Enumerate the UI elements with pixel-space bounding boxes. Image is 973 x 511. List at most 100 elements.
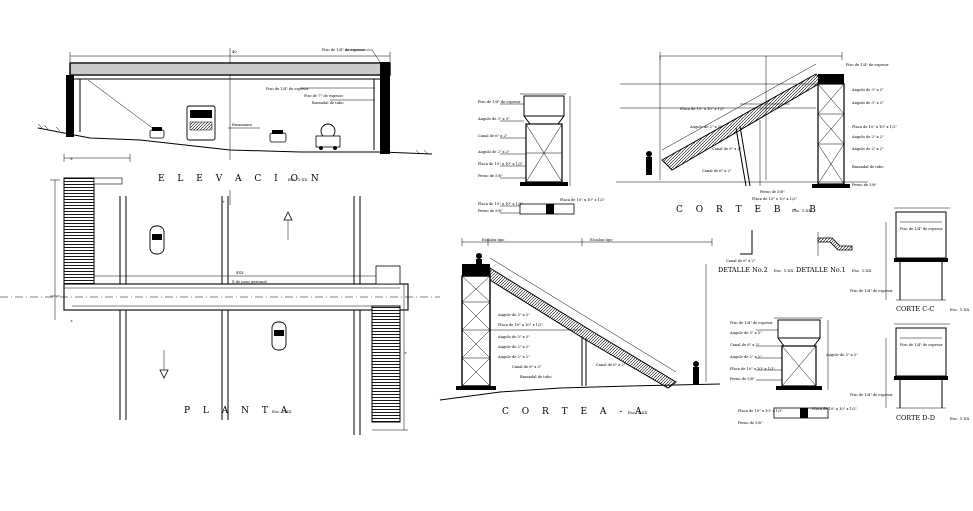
svg-text:Placa de 10" x 10" x 1/2": Placa de 10" x 10" x 1/2" bbox=[852, 125, 897, 129]
truck-icon bbox=[186, 105, 216, 141]
svg-text:Esc. 1:XX: Esc. 1:XX bbox=[950, 416, 969, 421]
svg-text:Esc. 1:XX: Esc. 1:XX bbox=[950, 307, 969, 312]
svg-text:Esc. 1:XX: Esc. 1:XX bbox=[774, 268, 793, 273]
bridge-deck bbox=[69, 62, 391, 76]
person-icon bbox=[476, 253, 482, 273]
car-icon bbox=[149, 127, 165, 139]
svg-text:Perno de 5/8": Perno de 5/8" bbox=[852, 183, 877, 187]
stair-left bbox=[63, 177, 95, 291]
svg-text:40: 40 bbox=[232, 50, 237, 54]
person-icon bbox=[646, 151, 652, 175]
detail-1-title: DETALLE No.1 bbox=[796, 266, 846, 274]
svg-text:Barandal de tubo: Barandal de tubo bbox=[852, 165, 884, 169]
svg-text:Canal de 6" x 2": Canal de 6" x 2" bbox=[730, 343, 760, 347]
svg-text:Angulo de 2" x 2": Angulo de 2" x 2" bbox=[729, 355, 762, 359]
svg-text:Placa de 10" x 10" x 1/2": Placa de 10" x 10" x 1/2" bbox=[478, 162, 523, 166]
svg-text:Esc. 1:XX: Esc. 1:XX bbox=[272, 409, 291, 414]
svg-text:Barandal de tubo: Barandal de tubo bbox=[520, 375, 552, 379]
section-bb: Placa de 10" x 10" x 1/2" Angulo de 2" x… bbox=[616, 52, 897, 215]
svg-text:Canal de 6" x 2": Canal de 6" x 2" bbox=[478, 134, 508, 138]
elevation-view: 40 Piso de 1/4" de espesor Piso de 1/4" … bbox=[37, 48, 433, 184]
section-aa: Angulo de 3" x 3" Placa de 10" x 10" x 1… bbox=[439, 238, 721, 417]
svg-text:Escalon tipo: Escalon tipo bbox=[590, 238, 612, 242]
svg-text:Angulo de 2" x 2": Angulo de 2" x 2" bbox=[851, 135, 884, 139]
svg-text:X de paso peatonal: X de paso peatonal bbox=[232, 280, 267, 284]
svg-text:Angulo de 2" x 2": Angulo de 2" x 2" bbox=[497, 345, 530, 349]
svg-text:Escalon tipo: Escalon tipo bbox=[482, 238, 504, 242]
car-top-icon bbox=[149, 225, 165, 255]
svg-text:Perno de 5/8": Perno de 5/8" bbox=[478, 209, 503, 213]
svg-text:Angulo de 3" x 3": Angulo de 3" x 3" bbox=[497, 335, 530, 339]
svg-text:Esc. 1:XX: Esc. 1:XX bbox=[628, 410, 647, 415]
stair-right bbox=[371, 305, 401, 423]
svg-text:Canal de 6" x 2": Canal de 6" x 2" bbox=[726, 259, 756, 263]
section-dd-title: CORTE D-D bbox=[896, 414, 935, 422]
svg-text:±: ± bbox=[70, 319, 73, 323]
svg-text:Placa de 10" x 10" x 1/2": Placa de 10" x 10" x 1/2" bbox=[680, 107, 725, 111]
svg-text:Placa de 10" x 10" x 1/2": Placa de 10" x 10" x 1/2" bbox=[738, 409, 783, 413]
svg-text:Angulo de 3" x 3": Angulo de 3" x 3" bbox=[851, 88, 884, 92]
svg-text:Placa de 10" x 10" x 1/2": Placa de 10" x 10" x 1/2" bbox=[498, 323, 543, 327]
svg-text:Piso de 7" de espesor: Piso de 7" de espesor bbox=[304, 94, 343, 98]
svg-text:Angulo de 3" x 3": Angulo de 3" x 3" bbox=[477, 117, 510, 121]
svg-text:Piso de 1/4" de espesor: Piso de 1/4" de espesor bbox=[478, 100, 521, 104]
car-icon bbox=[269, 130, 287, 143]
svg-text:Piso de 1/4" de espesor: Piso de 1/4" de espesor bbox=[900, 343, 943, 347]
section-aa-title: C O R T E A - A bbox=[502, 407, 647, 417]
svg-text:Perno de 5/8": Perno de 5/8" bbox=[478, 174, 503, 178]
plan-title: P L A N T A bbox=[184, 406, 292, 416]
detail-2: Canal de 6" x 2" DETALLE No.2 Esc. 1:XX bbox=[718, 230, 793, 274]
svg-text:XXX: XXX bbox=[236, 271, 244, 275]
elevation-title: E L E V A C I O N bbox=[158, 174, 324, 184]
svg-text:Canal de 6" x 2": Canal de 6" x 2" bbox=[512, 365, 542, 369]
svg-text:Perno de 5/8": Perno de 5/8" bbox=[730, 377, 755, 381]
svg-text:Esc. 1:XX: Esc. 1:XX bbox=[792, 208, 811, 213]
section-cc: Piso de 1/4" de espesor Piso de 1/4" de … bbox=[850, 207, 969, 313]
svg-text:Piso de 1/4" de espesor: Piso de 1/4" de espesor bbox=[900, 227, 943, 231]
plan-view: XXX X de paso peatonal + ± ± ± bbox=[0, 154, 440, 435]
svg-text:Piso de 1/4" de espesor: Piso de 1/4" de espesor bbox=[850, 393, 893, 397]
note-piso-elev: Piso de 1/4" de espesor bbox=[322, 48, 365, 52]
svg-text:Barandal de tubo: Barandal de tubo bbox=[312, 101, 344, 105]
svg-text:Angulo de 2" x 2": Angulo de 2" x 2" bbox=[477, 150, 510, 154]
svg-text:Angulo de 3" x 3": Angulo de 3" x 3" bbox=[825, 353, 858, 357]
svg-text:Angulo de 3" x 3": Angulo de 3" x 3" bbox=[851, 101, 884, 105]
mixer-truck-icon bbox=[315, 123, 341, 150]
svg-text:Placa de 10" x 10" x 1/2": Placa de 10" x 10" x 1/2" bbox=[730, 367, 775, 371]
car-top-icon bbox=[271, 321, 287, 351]
stair-flight-bb bbox=[661, 73, 823, 171]
direction-arrow-icon bbox=[159, 350, 169, 379]
svg-text:±: ± bbox=[70, 157, 73, 161]
svg-text:Angulo de 2" x 2": Angulo de 2" x 2" bbox=[851, 147, 884, 151]
svg-text:Esc. 1:XX: Esc. 1:XX bbox=[288, 177, 307, 182]
stair-flight-aa bbox=[489, 267, 677, 389]
svg-text:Piso de 1/4" de espesor: Piso de 1/4" de espesor bbox=[846, 63, 889, 67]
svg-text:±: ± bbox=[404, 351, 407, 355]
svg-text:Perno de 5/8": Perno de 5/8" bbox=[738, 421, 763, 425]
svg-text:Angulo de 3" x 3": Angulo de 3" x 3" bbox=[729, 331, 762, 335]
section-bb-title: C O R T E B - B bbox=[676, 205, 821, 215]
svg-text:Canal de 6" x 2": Canal de 6" x 2" bbox=[596, 363, 626, 367]
svg-text:Piso de 1/4" de espesor: Piso de 1/4" de espesor bbox=[850, 289, 893, 293]
svg-text:Placa de 10" x 10" x 1/2": Placa de 10" x 10" x 1/2" bbox=[752, 197, 797, 201]
section-dd: Piso de 1/4" de espesor Piso de 1/4" de … bbox=[850, 323, 969, 422]
svg-text:Esc. 1:XX: Esc. 1:XX bbox=[852, 268, 871, 273]
svg-text:+: + bbox=[222, 200, 225, 204]
person-icon bbox=[693, 361, 699, 384]
svg-text:Placa de 10" x 10" x 1/2": Placa de 10" x 10" x 1/2" bbox=[478, 202, 523, 206]
tower-section-bottom: Piso de 1/4" de espesor Angulo de 3" x 3… bbox=[729, 317, 858, 425]
svg-text:Piso de 1/4" de espesor: Piso de 1/4" de espesor bbox=[266, 87, 309, 91]
svg-text:Canal de 6" x 2": Canal de 6" x 2" bbox=[712, 147, 742, 151]
detail-1: DETALLE No.1 Esc. 1:XX bbox=[796, 232, 871, 274]
svg-text:Angulo de 3" x 3": Angulo de 3" x 3" bbox=[497, 313, 530, 317]
svg-text:Piso de 1/4" de espesor: Piso de 1/4" de espesor bbox=[730, 321, 773, 325]
svg-text:Placa de 10" x 10" x 1/2": Placa de 10" x 10" x 1/2" bbox=[560, 198, 605, 202]
svg-text:Angulo de 2" x 2": Angulo de 2" x 2" bbox=[689, 125, 722, 129]
svg-text:Canal de 6" x 2": Canal de 6" x 2" bbox=[702, 169, 732, 173]
svg-text:Placa de 10" x 10" x 1/2": Placa de 10" x 10" x 1/2" bbox=[812, 407, 857, 411]
detail-2-title: DETALLE No.2 bbox=[718, 266, 768, 274]
direction-arrow-icon bbox=[283, 211, 293, 240]
svg-text:Perno de 5/8": Perno de 5/8" bbox=[760, 190, 785, 194]
svg-text:Pasamanos: Pasamanos bbox=[232, 123, 252, 127]
